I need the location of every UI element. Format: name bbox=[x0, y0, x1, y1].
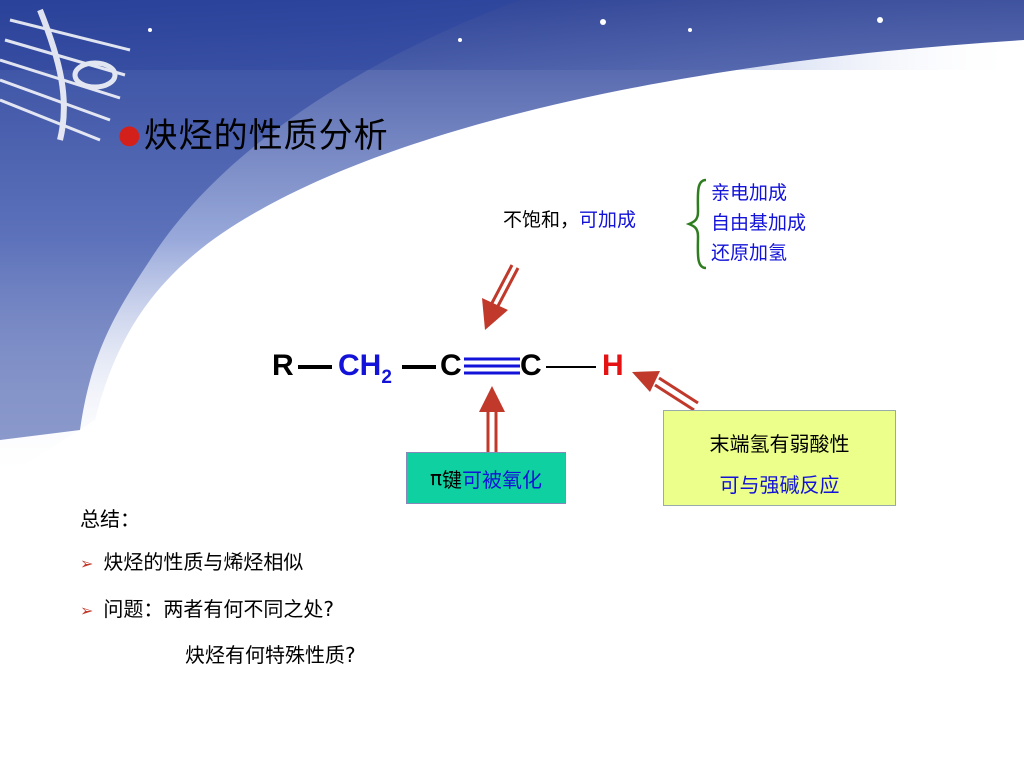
single-bond-2 bbox=[402, 365, 436, 369]
curly-brace bbox=[686, 178, 707, 270]
atom-c2: C bbox=[520, 349, 542, 382]
atom-h: H bbox=[602, 349, 624, 382]
strong-base-text: 可与强碱反应 bbox=[719, 473, 840, 497]
summary-item-2: ➢ 问题：两者有何不同之处? bbox=[80, 593, 334, 622]
music-staff-decoration bbox=[0, 8, 131, 142]
ch-text: CH bbox=[338, 349, 382, 382]
addition-type-radical: 自由基加成 bbox=[711, 212, 807, 234]
title-text: 炔烃的性质分析 bbox=[143, 116, 389, 156]
bond-text: 键 bbox=[442, 467, 463, 492]
group-ch2: CH2 bbox=[338, 349, 392, 389]
single-bond-1 bbox=[298, 365, 332, 369]
terminal-hydrogen-box: 末端氢有弱酸性 可与强碱反应 bbox=[663, 410, 896, 506]
arrow-down-left bbox=[482, 264, 520, 330]
unsaturation-label: 不饱和，可加成 bbox=[503, 205, 636, 232]
bullet-arrow-icon: ➢ bbox=[80, 554, 94, 573]
can-add-text: 可加成 bbox=[579, 209, 637, 231]
summary-item-1: ➢ 炔烃的性质与烯烃相似 bbox=[80, 546, 303, 575]
pi-symbol: π bbox=[429, 466, 443, 490]
addition-type-hydrogenation: 还原加氢 bbox=[711, 242, 788, 264]
title-bullet: ● bbox=[118, 120, 142, 150]
star-decorations bbox=[148, 17, 883, 42]
unsaturation-text: 不饱和， bbox=[503, 209, 580, 231]
summary-item-text: 炔烃的性质与烯烃相似 bbox=[103, 550, 304, 574]
arrow-up-left bbox=[632, 371, 699, 412]
page-title: ●炔烃的性质分析 bbox=[118, 108, 389, 157]
bullet-arrow-icon: ➢ bbox=[80, 601, 94, 620]
summary-item-text: 问题：两者有何不同之处? bbox=[103, 597, 335, 621]
weak-acid-text: 末端氢有弱酸性 bbox=[709, 432, 850, 456]
addition-type-electrophilic: 亲电加成 bbox=[711, 182, 788, 204]
atom-r: R bbox=[272, 349, 294, 382]
subscript-2: 2 bbox=[381, 367, 392, 388]
summary-heading: 总结： bbox=[80, 507, 140, 531]
single-bond-3 bbox=[546, 366, 596, 368]
triple-bond bbox=[464, 357, 520, 375]
arrow-up bbox=[479, 386, 505, 452]
oxidizable-text: 可被氧化 bbox=[462, 467, 543, 492]
atom-c1: C bbox=[440, 349, 462, 382]
summary-continuation: 炔烃有何特殊性质? bbox=[185, 643, 356, 667]
